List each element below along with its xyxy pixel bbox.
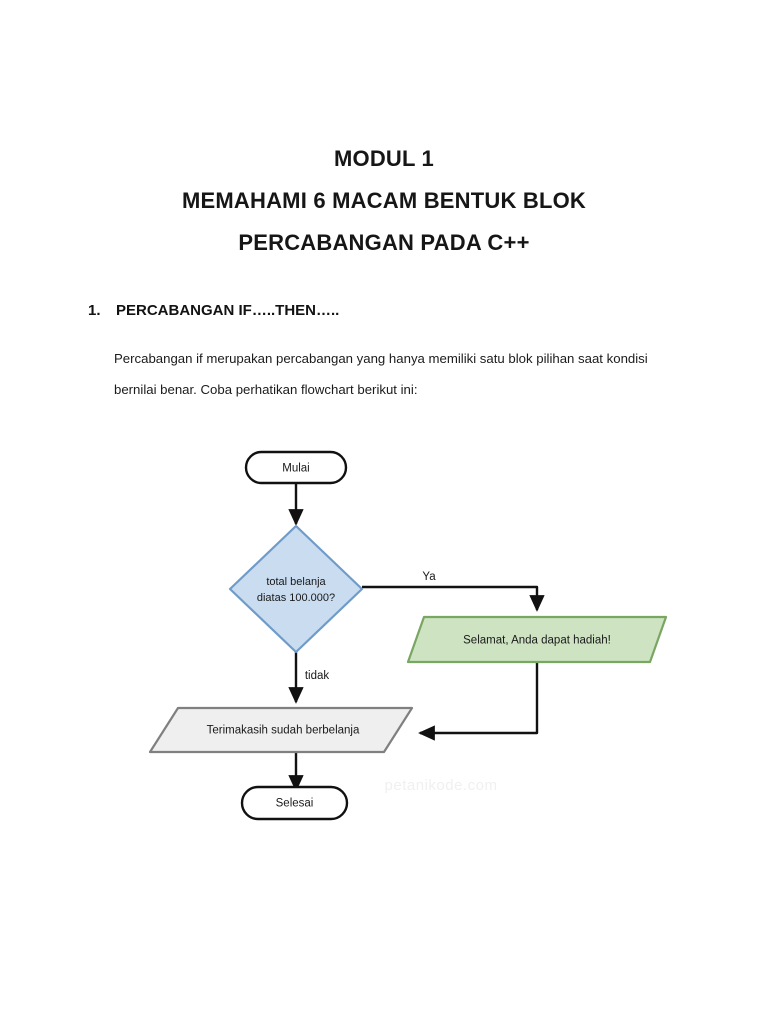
- title-line-2: MEMAHAMI 6 MACAM BENTUK BLOK: [181, 188, 587, 213]
- watermark-text: petanikode.com: [385, 777, 498, 794]
- node-prize[interactable]: Selamat, Anda dapat hadiah!: [406, 615, 668, 664]
- node-thanks[interactable]: Terimakasih sudah berbelanja: [148, 706, 414, 754]
- node-thanks-label: Terimakasih sudah berbelanja: [207, 725, 360, 737]
- node-thanks-shape: [148, 706, 414, 754]
- node-end[interactable]: Selesai: [240, 785, 349, 821]
- node-prize-shape: [406, 615, 668, 664]
- section-number: 1.: [88, 302, 101, 319]
- node-decision-label-line2: diatas 100.000?: [257, 592, 335, 604]
- connector-prize-to-thanks: [418, 662, 539, 741]
- node-end-label: Selesai: [276, 798, 314, 810]
- node-decision-label-line1: total belanja: [266, 576, 326, 588]
- edge-label-no: tidak: [305, 670, 330, 682]
- title-line-3: PERCABANGAN PADA C++: [238, 230, 530, 255]
- section-heading: 1. PERCABANGAN IF…..THEN…..: [88, 302, 688, 319]
- connector-decision-yes-to-prize: [362, 585, 545, 612]
- node-prize-label: Selamat, Anda dapat hadiah!: [463, 635, 611, 647]
- title-line-1: MODUL 1: [333, 146, 434, 171]
- node-decision[interactable]: total belanja diatas 100.000?: [228, 524, 364, 654]
- edge-label-yes: Ya: [422, 571, 436, 583]
- node-start-shape: [244, 450, 348, 485]
- node-start[interactable]: Mulai: [244, 450, 348, 485]
- flowchart-diagram: petanikode.com Mulai total belanja: [0, 430, 768, 830]
- body-paragraph: Percabangan if merupakan percabangan yan…: [114, 351, 648, 397]
- node-end-shape: [240, 785, 349, 821]
- section-heading-text: PERCABANGAN IF…..THEN…..: [116, 302, 340, 319]
- page-title: MODUL 1 MEMAHAMI 6 MACAM BENTUK BLOK PER…: [0, 138, 768, 264]
- node-start-label: Mulai: [282, 463, 309, 475]
- node-decision-shape: [228, 524, 364, 654]
